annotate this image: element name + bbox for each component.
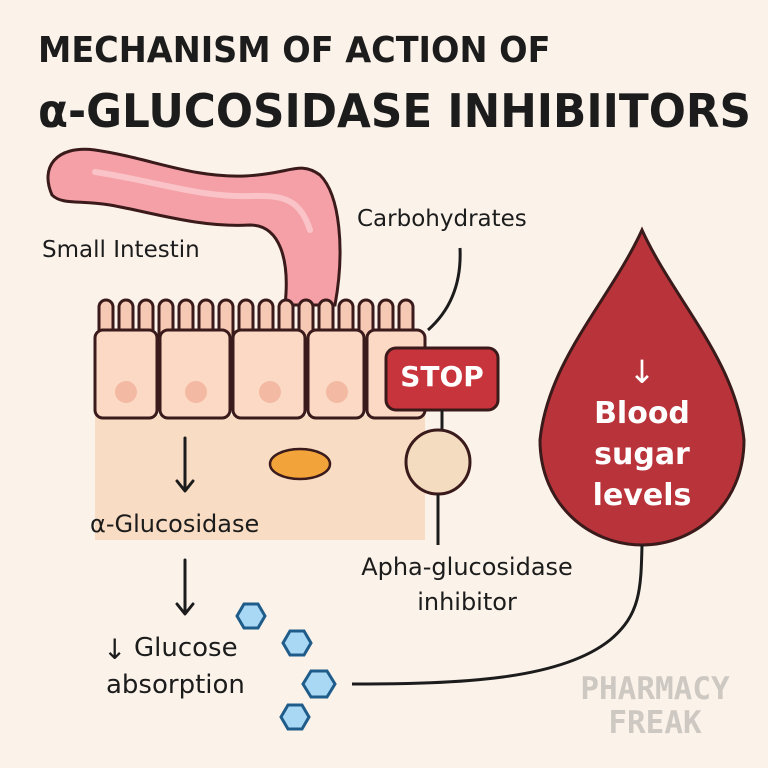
page-title-line1: MECHANISM OF ACTION OF [38, 30, 551, 71]
intestine-icon [46, 147, 342, 307]
label-glucose-line2: absorption [106, 670, 245, 700]
epithelial-cells [93, 328, 427, 420]
glucose-hexagon-icon [235, 602, 337, 731]
carbohydrates-pointer [427, 247, 462, 332]
tissue-layer [95, 415, 425, 540]
blood-label-line1: Blood [594, 396, 690, 431]
cell-nuclei [115, 381, 348, 403]
page-title-line2: α-GLUCOSIDASE INHIBIITORS [38, 84, 751, 138]
blood-label-line3: levels [592, 478, 692, 513]
glucose-down-arrow: ↓ [103, 633, 127, 666]
label-enzyme: α-Glucosidase [90, 510, 260, 538]
flow-arrow [175, 436, 195, 616]
watermark-line2: FREAK [608, 705, 702, 741]
label-carbohydrates: Carbohydrates [357, 206, 527, 232]
absorption-connector [351, 544, 644, 686]
watermark-line1: PHARMACY [580, 671, 730, 707]
label-small-intestine: Small Intestin [42, 237, 200, 263]
label-inhibitor-line2: inhibitor [417, 588, 517, 616]
blood-drop-arrow: ↓ [628, 353, 656, 391]
label-glucose-line1: Glucose [134, 633, 238, 663]
stop-sign-label: STOP [400, 360, 484, 393]
label-inhibitor-line1: Apha-glucosidase [361, 553, 573, 581]
enzyme-icon [268, 447, 332, 481]
inhibitor-icon [404, 428, 472, 496]
blood-label-line2: sugar [594, 437, 690, 472]
